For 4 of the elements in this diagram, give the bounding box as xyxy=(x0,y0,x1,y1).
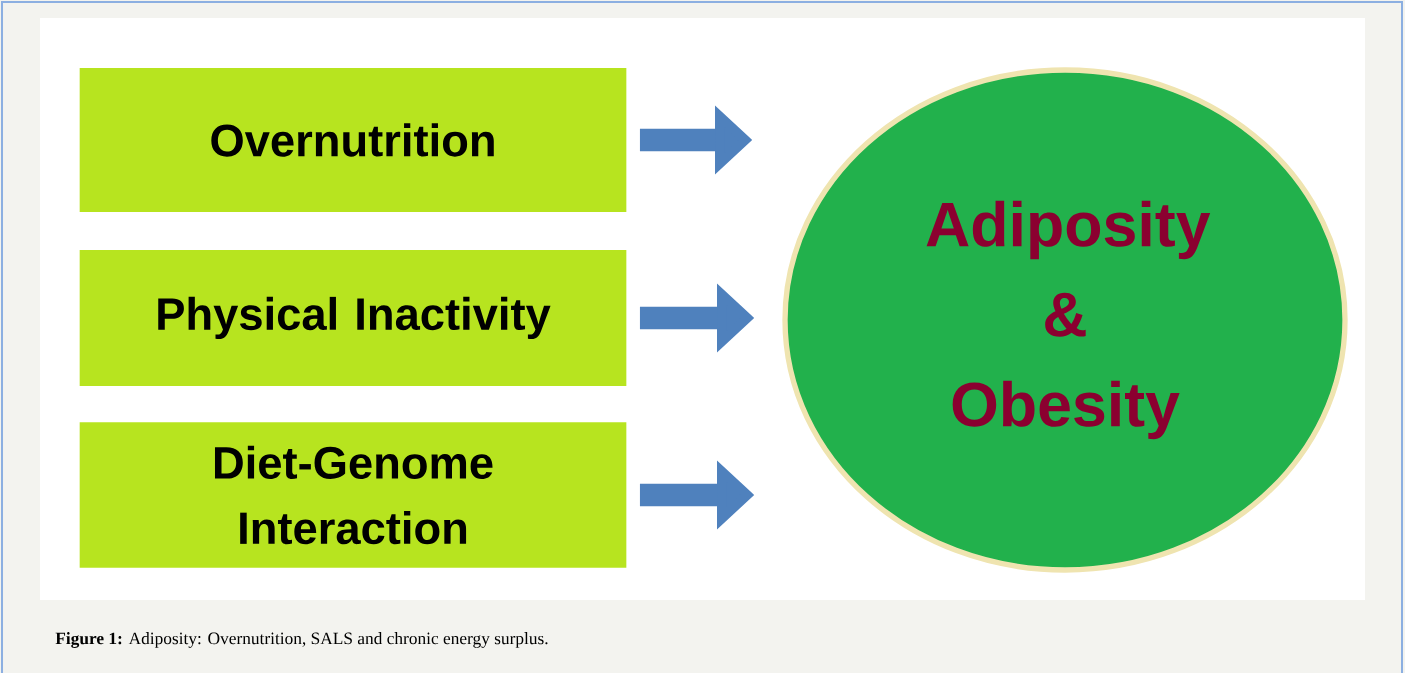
cause-box: Overnutrition xyxy=(79,68,627,212)
figure-caption: Figure 1: Adiposity: Overnutrition, SALS and chronic energy surplus. xyxy=(55,632,548,648)
cause-box: Diet-Genome Interaction xyxy=(79,422,627,568)
cause-box: Physical Inactivity xyxy=(79,250,627,386)
